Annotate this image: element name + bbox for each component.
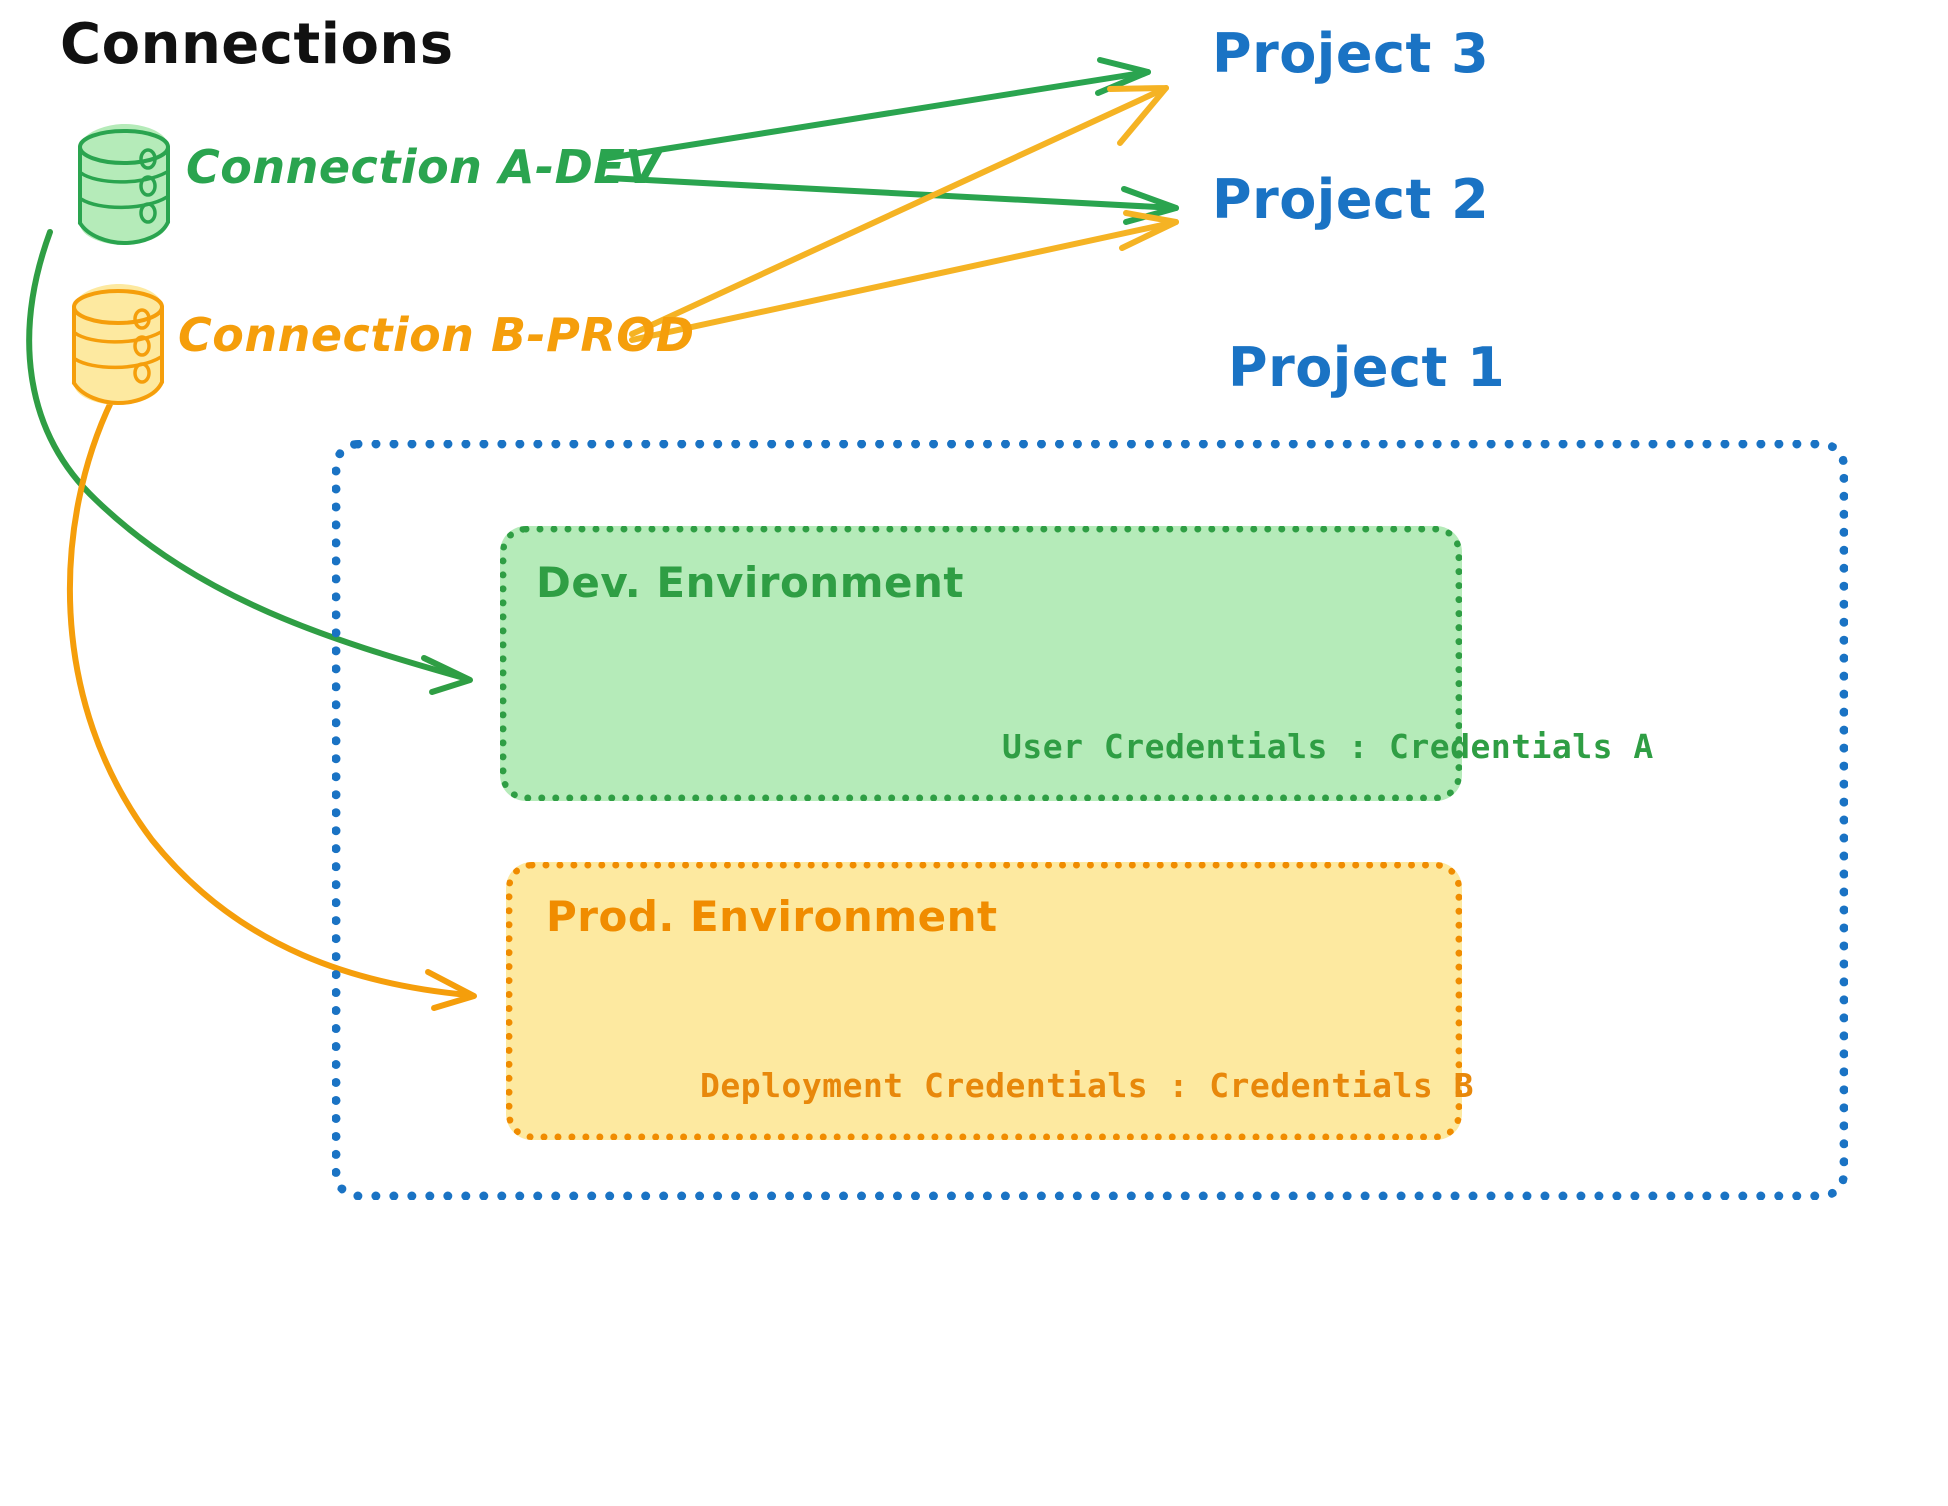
connection-a-dev-label: Connection A-DEV — [186, 140, 662, 194]
dev-environment-title: Dev. Environment — [536, 558, 964, 607]
dev-environment-credentials: User Credentials : Credentials A — [1002, 727, 1654, 766]
prod-environment-credentials: Deployment Credentials : Credentials B — [700, 1066, 1474, 1105]
edge-b-prod-to-project-3 — [629, 85, 1169, 337]
edge-a-dev-to-dev-environment — [26, 229, 473, 695]
project-1-container — [332, 440, 1848, 1200]
database-icon-connection-b-prod[interactable] — [72, 284, 164, 406]
edge-b-prod-to-prod-environment — [66, 397, 477, 1011]
edge-b-prod-to-project-2 — [629, 210, 1179, 343]
project-3-label: Project 3 — [1212, 22, 1490, 85]
database-icon-connection-a-dev[interactable] — [78, 124, 170, 246]
project-2-label: Project 2 — [1212, 168, 1490, 231]
project-1-label: Project 1 — [1228, 336, 1506, 399]
prod-environment-title: Prod. Environment — [546, 892, 998, 941]
connection-b-prod-label: Connection B-PROD — [178, 308, 695, 362]
dev-environment-box[interactable] — [500, 526, 1462, 801]
prod-environment-box[interactable] — [506, 862, 1462, 1140]
edge-a-dev-to-project-3 — [605, 57, 1151, 161]
page-title: Connections — [60, 12, 454, 77]
